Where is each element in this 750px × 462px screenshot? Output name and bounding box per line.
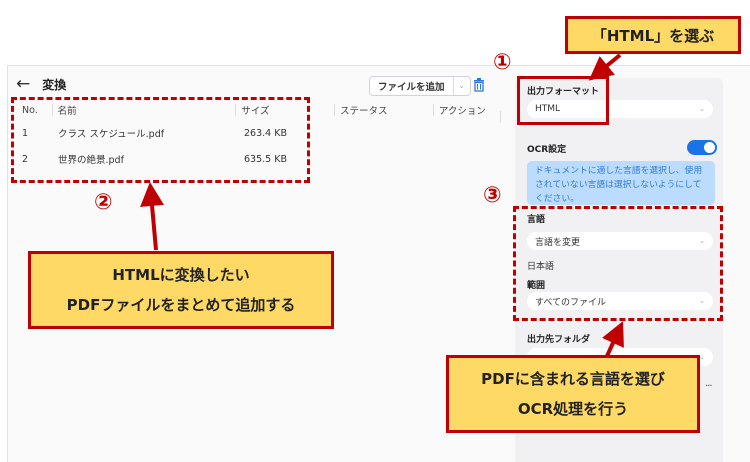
callout-add-pdf: HTMLに変換したい PDFファイルをまとめて追加する bbox=[28, 251, 334, 329]
language-select-value: 言語を変更 bbox=[535, 237, 581, 248]
chevron-down-icon: ⌄ bbox=[699, 105, 705, 113]
col-no: No. bbox=[22, 104, 38, 116]
page-header: ← 変換 bbox=[16, 76, 66, 93]
callout-text: PDFに含まれる言語を選び bbox=[481, 370, 665, 388]
selected-language: 日本語 bbox=[527, 262, 555, 272]
row-no: 2 bbox=[22, 153, 29, 165]
highlight-output-format bbox=[517, 76, 609, 125]
row-size: 263.4 KB bbox=[244, 127, 287, 139]
chevron-down-icon: ⌄ bbox=[699, 237, 705, 245]
add-file-dropdown[interactable]: ⌄ bbox=[454, 77, 470, 95]
row-size: 635.5 KB bbox=[244, 153, 287, 165]
range-label: 範囲 bbox=[527, 281, 546, 291]
ocr-toggle[interactable] bbox=[687, 140, 717, 155]
row-name: 世界の絶景.pdf bbox=[58, 155, 124, 166]
table-row[interactable]: 1 クラス スケジュール.pdf 263.4 KB bbox=[16, 120, 506, 146]
add-file-split-button: ファイルを追加 ⌄ bbox=[369, 76, 471, 96]
language-select[interactable]: 言語を変更 ⌄ bbox=[527, 232, 713, 250]
highlight-file-list bbox=[11, 97, 310, 183]
callout-select-html: 「HTML」を選ぶ bbox=[565, 16, 741, 54]
callout-text: OCR処理を行う bbox=[517, 400, 629, 418]
col-name[interactable]: 名前 bbox=[51, 103, 236, 117]
callout-text: HTMLに変換したい bbox=[112, 266, 250, 284]
table-header: No. 名前 サイズ ステータス アクション bbox=[16, 100, 506, 123]
output-format-label: 出力フォーマット bbox=[527, 87, 600, 97]
step-1-badge: ① bbox=[493, 50, 512, 75]
ocr-info-box: ドキュメントに適した言語を選択し、使用されていない言語は選択しないようにしてくだ… bbox=[527, 161, 715, 205]
callout-text: 「HTML」を選ぶ bbox=[591, 26, 715, 45]
output-format-value: HTML bbox=[535, 104, 561, 114]
row-name: クラス スケジュール.pdf bbox=[58, 129, 165, 140]
file-table: No. 名前 サイズ ステータス アクション 1 クラス スケジュール.pdf … bbox=[16, 100, 506, 172]
back-arrow-icon[interactable]: ← bbox=[16, 74, 31, 94]
language-label: 言語 bbox=[527, 215, 546, 225]
trash-icon[interactable] bbox=[473, 78, 485, 92]
output-folder-label: 出力先フォルダ bbox=[527, 335, 591, 345]
step-2-badge: ② bbox=[94, 190, 113, 215]
chevron-down-icon: ⌄ bbox=[699, 297, 705, 305]
col-action: アクション bbox=[432, 103, 500, 117]
add-file-button[interactable]: ファイルを追加 bbox=[370, 77, 454, 95]
page-title: 変換 bbox=[42, 78, 67, 92]
more-options-button[interactable]: ... bbox=[705, 378, 712, 389]
chevron-down-icon: ⌄ bbox=[458, 82, 465, 90]
range-select[interactable]: すべてのファイル ⌄ bbox=[527, 292, 713, 310]
ocr-label: OCR設定 bbox=[527, 145, 567, 155]
step-3-badge: ③ bbox=[483, 183, 502, 208]
callout-text: PDFファイルをまとめて追加する bbox=[66, 296, 296, 314]
col-size[interactable]: サイズ bbox=[235, 103, 334, 117]
output-format-select[interactable]: HTML ⌄ bbox=[527, 100, 713, 118]
chevron-down-icon: ⌄ bbox=[699, 353, 705, 361]
callout-ocr: PDFに含まれる言語を選び OCR処理を行う bbox=[446, 355, 700, 433]
col-status[interactable]: ステータス bbox=[334, 103, 433, 117]
table-row[interactable]: 2 世界の絶景.pdf 635.5 KB bbox=[16, 146, 506, 172]
row-no: 1 bbox=[22, 127, 29, 139]
highlight-ocr-language bbox=[513, 206, 723, 321]
range-value: すべてのファイル bbox=[535, 297, 607, 308]
